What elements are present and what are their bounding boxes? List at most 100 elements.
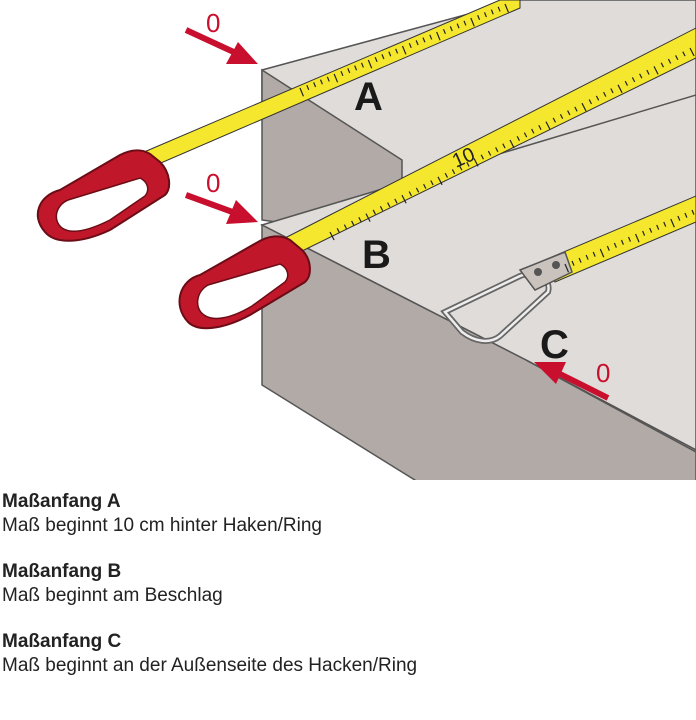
tape-tick xyxy=(347,68,351,74)
tape-tick xyxy=(531,128,535,134)
caption-b: Maßanfang B Maß beginnt am Beschlag xyxy=(2,560,692,608)
caption-a: Maßanfang A Maß beginnt 10 cm hinter Hak… xyxy=(2,490,692,538)
handle-a xyxy=(36,149,171,242)
caption-c-text: Maß beginnt an der Außenseite des Hacken… xyxy=(2,655,418,676)
tape-tick xyxy=(480,154,485,160)
tape-tick xyxy=(649,227,653,233)
zero-mark-c: 0 xyxy=(596,358,610,388)
tape-tick xyxy=(620,239,624,245)
tape-tick xyxy=(490,9,494,15)
tape-tick xyxy=(415,40,419,46)
tape-tick xyxy=(456,23,460,29)
caption-c: Maßanfang C Maß beginnt an der Außenseit… xyxy=(2,630,692,678)
tape-tick xyxy=(395,48,399,54)
tape-tick xyxy=(606,245,610,251)
tape-tick xyxy=(444,172,449,178)
tape-tick xyxy=(617,84,623,94)
zero-mark-b: 0 xyxy=(206,168,220,198)
tape-tick xyxy=(567,110,571,116)
tape-tick xyxy=(656,224,660,230)
tape-tick xyxy=(477,14,481,21)
tape-tick xyxy=(451,169,456,175)
tape-tick xyxy=(646,69,650,75)
tape-tick xyxy=(442,28,446,35)
tape-tick xyxy=(599,248,605,258)
tape-tick xyxy=(299,87,304,97)
tape-tick xyxy=(401,45,407,55)
tape-tick xyxy=(639,73,643,79)
measurement-diagram: 20 10 0 0 0 A B xyxy=(36,0,696,480)
zero-mark-a: 0 xyxy=(206,8,220,38)
tape-tick xyxy=(545,121,551,130)
tape-tick xyxy=(336,228,341,234)
tape-tick xyxy=(436,31,441,41)
tape-tick xyxy=(578,257,582,263)
tape-tick xyxy=(502,143,506,149)
tape-tick xyxy=(388,51,392,57)
tape-tick xyxy=(653,66,659,75)
tape-tick xyxy=(689,47,695,57)
tape-tick xyxy=(592,251,596,257)
tape-tick xyxy=(538,125,542,131)
tape-tick xyxy=(422,37,426,43)
tape-tick xyxy=(663,221,667,227)
tape-tick xyxy=(588,99,593,105)
tape-tick xyxy=(408,191,413,197)
tape-tick xyxy=(497,6,501,12)
tape-tick xyxy=(365,213,371,222)
tape-tick xyxy=(516,136,521,142)
tape-tick xyxy=(374,56,378,63)
tape-tick xyxy=(523,132,528,138)
tape-tick xyxy=(564,263,570,273)
tape-b-ticks xyxy=(329,47,695,241)
tape-tick xyxy=(379,205,384,211)
tape-tick xyxy=(627,236,632,242)
label-b: B xyxy=(362,233,391,277)
tape-tick xyxy=(319,79,323,85)
tape-tick xyxy=(358,217,362,223)
tape-tick xyxy=(340,70,344,77)
tape-tick xyxy=(459,165,463,171)
tape-tick xyxy=(367,59,373,69)
tape-tick xyxy=(571,260,575,266)
tape-tick xyxy=(675,55,679,61)
label-c: C xyxy=(540,323,569,367)
tape-tick xyxy=(613,242,617,248)
tape-tick xyxy=(504,3,509,13)
tape-c-ticks xyxy=(564,209,695,273)
label-a: A xyxy=(354,75,383,119)
tape-tick xyxy=(401,194,407,204)
tape-tick xyxy=(381,54,385,60)
tape-tick xyxy=(430,180,434,186)
tape-tick xyxy=(691,209,695,215)
tape-tick xyxy=(351,220,355,226)
tape-tick xyxy=(603,91,607,97)
tape-tick xyxy=(470,17,475,27)
caption-b-text: Maß beginnt am Beschlag xyxy=(2,585,223,606)
tape-tick xyxy=(487,150,492,156)
tape-tick xyxy=(624,80,629,86)
tape-tick xyxy=(437,176,443,186)
tape-tick xyxy=(631,77,636,83)
tape-tick xyxy=(473,158,479,167)
tape-tick xyxy=(684,212,688,218)
tape-tick xyxy=(552,117,557,123)
tape-tick xyxy=(509,139,515,149)
tape-tick xyxy=(394,198,398,204)
tape-tick xyxy=(333,73,339,83)
tape-tick xyxy=(387,202,391,208)
arrow-b xyxy=(184,192,258,224)
tape-tick xyxy=(306,84,310,91)
ring-c xyxy=(440,251,573,344)
tape-tick xyxy=(677,215,681,221)
caption-list: Maßanfang A Maß beginnt 10 cm hinter Hak… xyxy=(2,490,692,700)
tape-tick xyxy=(429,34,433,40)
arrow-c xyxy=(534,362,610,401)
tape-tick xyxy=(329,231,335,241)
tape-tick xyxy=(483,12,487,18)
tape-tick xyxy=(423,183,427,189)
tape-a-ticks xyxy=(299,3,509,97)
tape-tick xyxy=(372,209,377,215)
tape-tick xyxy=(495,147,499,153)
tape-tick xyxy=(360,62,364,68)
